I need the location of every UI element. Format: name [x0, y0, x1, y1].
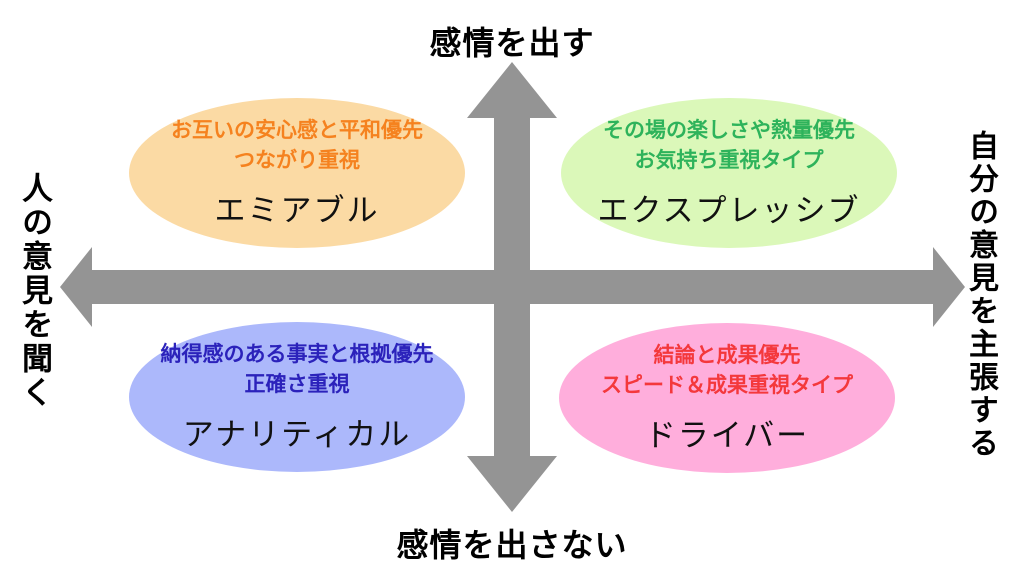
axis-label-right: 自分の意見を主張する [964, 130, 997, 460]
quadrant-analytical-title: アナリティカル [182, 417, 412, 453]
axis-label-bottom: 感情を出さない [396, 527, 628, 563]
quadrant-expressive-title: エクスプレッシブ [597, 193, 861, 229]
quadrant-analytical-description-line1: 納得感のある事実と根拠優先 [160, 342, 434, 366]
quadrant-expressive-description-line2: お気持ち重視タイプ [634, 148, 824, 172]
quadrant-amiable-title: エミアブル [214, 193, 380, 229]
quadrant-driver-description-line2: スピード＆成果重視タイプ [601, 373, 853, 397]
quadrant-amiable-description-line1: お互いの安心感と平和優先 [171, 118, 423, 142]
quadrant-driver: 結論と成果優先 スピード＆成果重視タイプ ドライバー [559, 323, 895, 473]
quadrant-driver-title: ドライバー [644, 418, 810, 454]
quadrant-analytical: 納得感のある事実と根拠優先 正確さ重視 アナリティカル [129, 322, 465, 472]
quadrant-expressive: その場の楽しさや熱量優先 お気持ち重視タイプ エクスプレッシブ [561, 98, 897, 248]
axis-label-top: 感情を出す [429, 25, 595, 61]
quadrant-amiable: お互いの安心感と平和優先 つながり重視 エミアブル [129, 98, 465, 248]
vertical-axis-arrow [467, 62, 557, 512]
quadrant-analytical-description-line2: 正確さ重視 [244, 372, 350, 396]
quadrant-amiable-description-line2: つながり重視 [234, 148, 360, 172]
quadrant-expressive-description-line1: その場の楽しさや熱量優先 [603, 118, 855, 142]
axis-label-left: 人の意見を聞く [17, 172, 52, 410]
quadrant-driver-description-line1: 結論と成果優先 [653, 343, 801, 367]
